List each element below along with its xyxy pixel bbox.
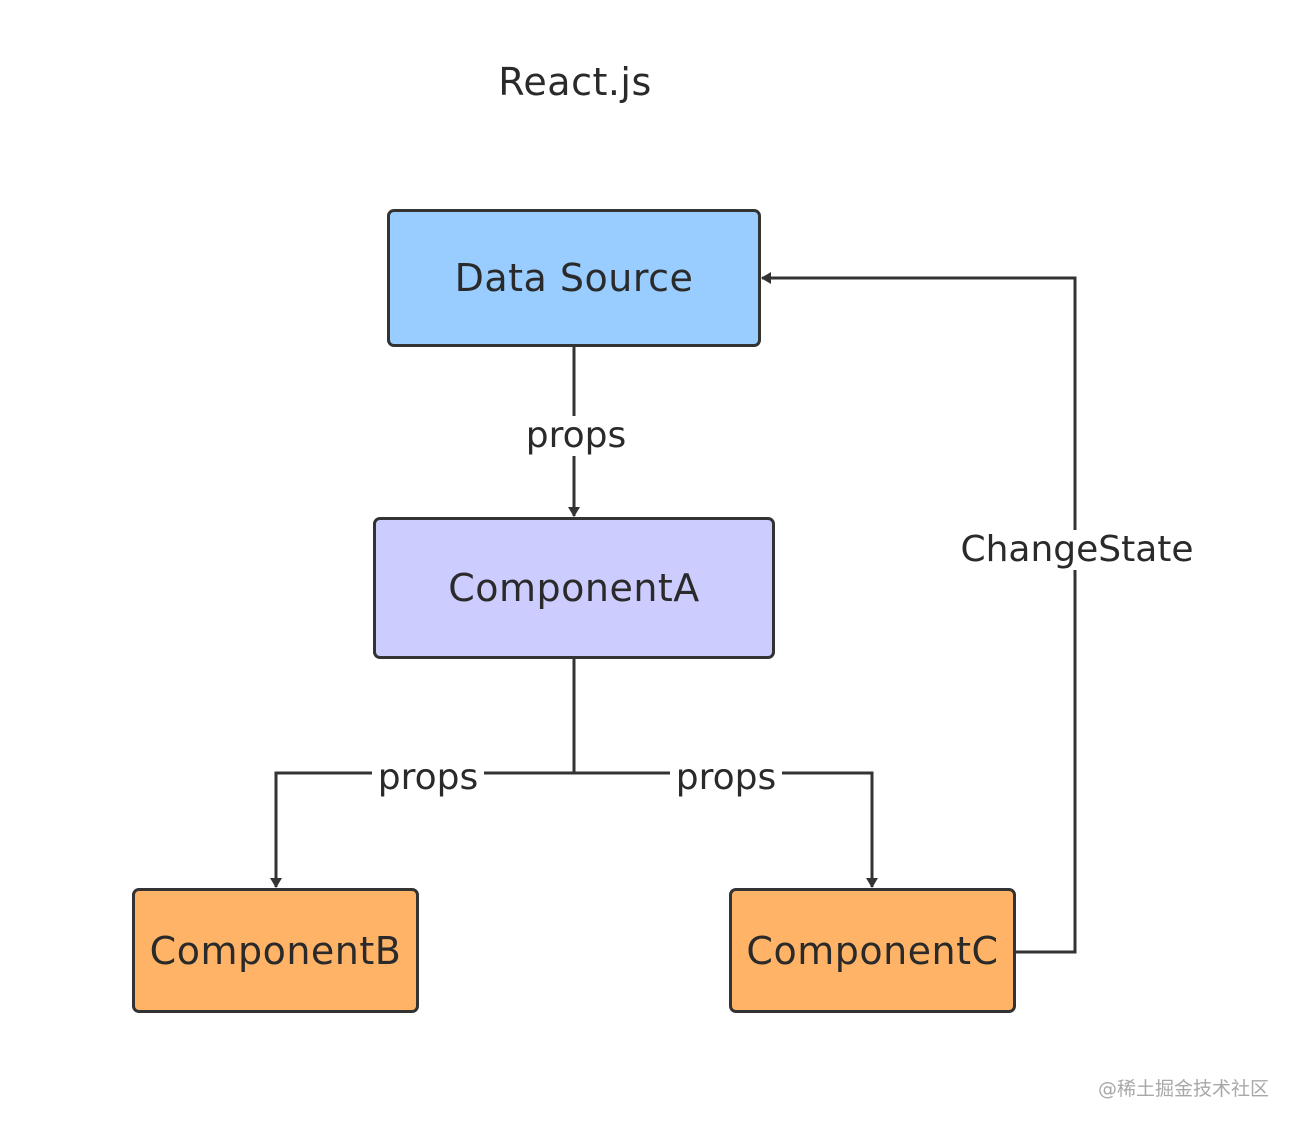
node-component-c-label: ComponentC <box>746 928 999 973</box>
node-component-b-label: ComponentB <box>149 928 402 973</box>
edge-label-props-a-to-b: props <box>372 758 484 798</box>
edge-componentc-to-datasource <box>761 272 1077 954</box>
node-component-c: ComponentC <box>729 888 1016 1013</box>
node-component-a-label: ComponentA <box>448 566 700 610</box>
edge-label-props-datasource-to-a: props <box>520 416 632 456</box>
edge-label-changestate: ChangeState <box>950 530 1204 570</box>
node-component-b: ComponentB <box>132 888 419 1013</box>
node-component-a: ComponentA <box>373 517 775 659</box>
node-data-source-label: Data Source <box>454 256 694 300</box>
edge-label-props-a-to-c: props <box>670 758 782 798</box>
diagram-title: React.js <box>498 60 652 104</box>
node-data-source: Data Source <box>387 209 761 347</box>
watermark: @稀土掘金技术社区 <box>1098 1078 1270 1100</box>
